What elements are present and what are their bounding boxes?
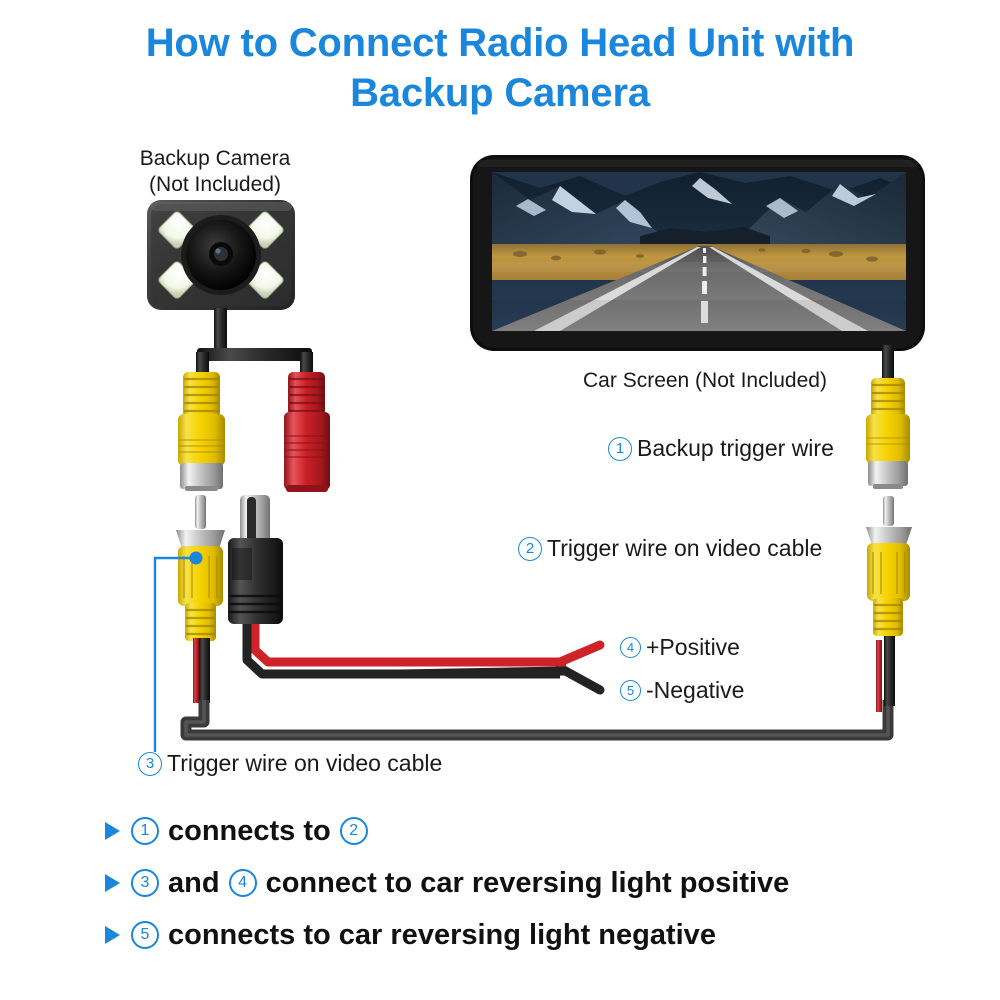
bullet-triangle-icon — [105, 926, 120, 944]
backup-camera — [147, 200, 295, 310]
callout-2-number: 2 — [518, 536, 542, 561]
camera-red-female-dc-jack — [284, 372, 330, 492]
strain-relief-yellow-4 — [873, 598, 903, 636]
callout-1: 1 Backup trigger wire — [608, 435, 834, 462]
wire-y-split — [399, 640, 605, 695]
bullet-2-num-b: 4 — [228, 869, 257, 897]
bullet-3-num-a: 5 — [131, 921, 159, 949]
bullet-1-num-b: 2 — [339, 817, 368, 845]
callout-4-text: +Positive — [646, 634, 740, 660]
callout-5: 5 -Negative — [620, 677, 744, 704]
instruction-row-1: 1 connects to 2 — [105, 805, 985, 857]
bullet-2-text-tail: connect to car reversing light positive — [265, 866, 790, 899]
screen-caption: Car Screen (Not Included) — [583, 369, 827, 392]
title-line-1: How to Connect Radio Head Unit with — [145, 21, 855, 65]
bullet-1-text: connects to — [168, 814, 331, 847]
car-screen — [470, 155, 925, 351]
callout-5-number: 5 — [620, 680, 641, 701]
instruction-list: 1 connects to 2 3 and 4 connect to car r… — [105, 805, 985, 961]
callout-4: 4 +Positive — [620, 634, 740, 661]
screen-cable — [882, 345, 894, 385]
camera-caption-line-2: (Not Included) — [149, 173, 281, 196]
video-cable-yellow-male-rca-right — [866, 496, 912, 706]
callout-2: 2 Trigger wire on video cable — [518, 535, 822, 562]
screen-scene — [492, 172, 906, 331]
callout-1-text: Backup trigger wire — [637, 435, 834, 461]
title-line-2: Backup Camera — [350, 71, 650, 115]
video-cable-yellow-male-rca — [176, 495, 225, 641]
callout-3-leader-line — [153, 551, 203, 752]
bullet-2-text-mid: and — [168, 866, 220, 899]
callout-1-number: 1 — [608, 436, 632, 461]
bullet-2-num-a: 3 — [131, 869, 159, 897]
camera-yellow-female-rca — [178, 372, 225, 491]
callout-3-number: 3 — [138, 751, 162, 776]
strain-relief-yellow-2 — [185, 603, 216, 641]
callout-3: 3 Trigger wire on video cable — [138, 750, 442, 777]
left-power-wires — [180, 624, 894, 741]
callout-2-text: Trigger wire on video cable — [547, 535, 823, 561]
bullet-3-text: connects to car reversing light negative — [168, 918, 716, 951]
strain-relief-red-1 — [288, 372, 325, 416]
dc-barrel-plug — [228, 495, 283, 624]
strain-relief-yellow-1 — [183, 372, 220, 418]
strain-relief-yellow-3 — [871, 378, 905, 420]
instruction-row-2: 3 and 4 connect to car reversing light p… — [105, 857, 985, 909]
camera-caption-line-1: Backup Camera — [139, 147, 291, 170]
callout-5-text: -Negative — [646, 677, 745, 703]
camera-caption: Backup Camera (Not Included) — [80, 146, 350, 198]
callout-4-number: 4 — [620, 637, 641, 658]
instruction-row-3: 5 connects to car reversing light negati… — [105, 909, 985, 961]
bullet-triangle-icon — [105, 874, 120, 892]
page-title: How to Connect Radio Head Unit with Back… — [0, 18, 1000, 118]
bullet-1-num-a: 1 — [131, 817, 159, 845]
bullet-triangle-icon — [105, 822, 120, 840]
callout-3-text: Trigger wire on video cable — [167, 750, 443, 776]
screen-yellow-female-rca — [866, 378, 910, 489]
